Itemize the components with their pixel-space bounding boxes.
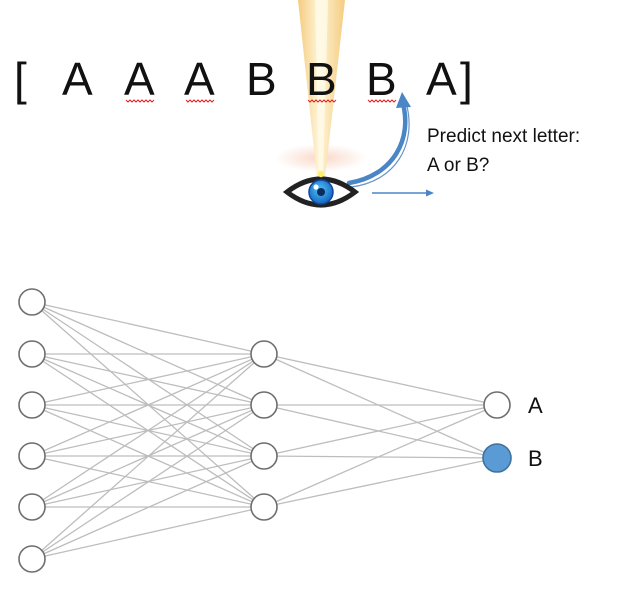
output-node-b xyxy=(482,443,512,473)
network-edge xyxy=(263,404,498,508)
network-edge xyxy=(31,404,265,560)
output-node-a xyxy=(483,391,511,419)
sequence-letter: A xyxy=(426,53,457,105)
network-edge xyxy=(263,404,498,457)
network-edge xyxy=(31,353,265,457)
sequence-letter: A xyxy=(184,53,215,105)
output-labels: AB xyxy=(528,393,543,471)
eye-icon xyxy=(282,170,360,208)
light-beam-core xyxy=(315,0,328,176)
network-edge xyxy=(263,353,498,406)
hidden-node xyxy=(250,442,278,470)
input-node xyxy=(18,442,46,470)
direction-arrow-icon xyxy=(372,189,434,197)
output-label-b: B xyxy=(528,446,543,471)
input-node xyxy=(18,493,46,521)
prompt-line-2: A or B? xyxy=(427,155,489,176)
network-edge xyxy=(31,353,265,406)
curved-arrow-icon xyxy=(346,92,411,188)
spellcheck-underline xyxy=(125,99,155,103)
sequence-letter: A xyxy=(62,53,93,105)
open-bracket: [ xyxy=(14,53,27,105)
input-node xyxy=(18,340,46,368)
spellcheck-underline xyxy=(307,99,337,103)
network-nodes xyxy=(18,288,512,573)
sequence-letter: B xyxy=(306,53,337,105)
input-node xyxy=(18,545,46,573)
network-edge xyxy=(31,455,265,560)
sequence-letter: B xyxy=(366,53,397,105)
hidden-node xyxy=(250,340,278,368)
sequence-letter: A xyxy=(124,53,155,105)
network-edge xyxy=(31,301,265,355)
network-edge xyxy=(31,353,265,508)
network-edge xyxy=(263,404,498,459)
sequence-letter: B xyxy=(246,53,277,105)
network-edge xyxy=(31,353,265,560)
output-label-a: A xyxy=(528,393,543,418)
network-edge xyxy=(263,353,498,459)
spellcheck-underline xyxy=(185,99,215,103)
network-edge xyxy=(263,457,498,508)
hidden-node xyxy=(250,391,278,419)
network-edges xyxy=(31,301,498,560)
spellcheck-underline xyxy=(367,99,397,103)
close-bracket: ] xyxy=(460,53,473,105)
input-node xyxy=(18,391,46,419)
prompt-line-1: Predict next letter: xyxy=(427,126,580,147)
network-edge xyxy=(263,455,498,459)
network-edge xyxy=(31,506,265,560)
input-node xyxy=(18,288,46,316)
hidden-node xyxy=(250,493,278,521)
